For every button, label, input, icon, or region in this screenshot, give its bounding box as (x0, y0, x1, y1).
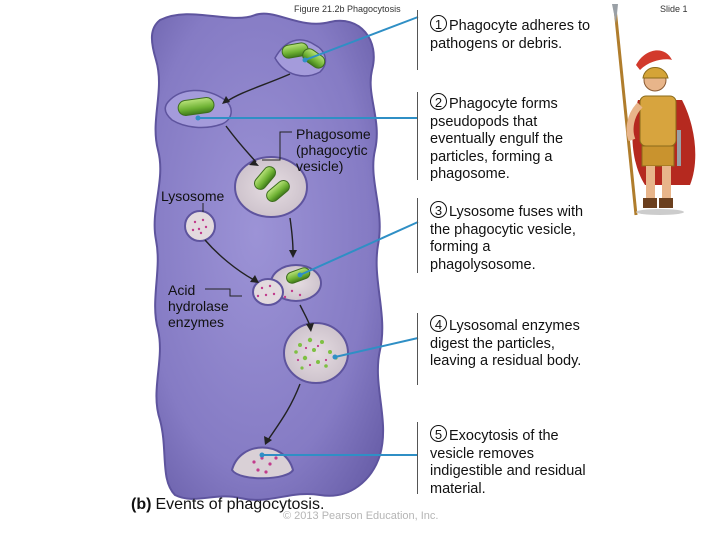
step-2-bracket (417, 92, 418, 180)
arm (626, 102, 643, 142)
left-boot (643, 198, 657, 208)
helmet (642, 67, 669, 79)
expelled-debris (252, 456, 278, 474)
caption-text: Events of phagocytosis. (155, 496, 325, 513)
phagosome-label-text: Phagosome (phagocytic vesicle) (296, 126, 371, 174)
left-leg (646, 166, 655, 204)
leader-step-4 (334, 337, 419, 358)
label-pointers (202, 131, 292, 297)
phagosome-label: Phagosome (phagocytic vesicle) (296, 126, 391, 174)
bacterium-2 (177, 97, 215, 116)
step-3-bracket (417, 198, 418, 273)
bacterium-3b (266, 180, 290, 202)
arrowheads (222, 96, 314, 445)
arrow-step3-to-4 (289, 217, 294, 253)
figure-reference: Figure 21.2b Phagocytosis (294, 4, 401, 14)
step-1-bracket (417, 10, 418, 70)
step-leader-lines (198, 16, 419, 456)
lysosome-label: Lysosome (161, 188, 225, 204)
arrow-step1-to-2 (225, 73, 291, 103)
arrow-lysosome-fusion (204, 239, 255, 281)
armor (639, 95, 677, 147)
spear-shaft (613, 7, 638, 216)
right-leg (662, 166, 671, 204)
right-boot (659, 198, 673, 208)
step-1-number: 1 (430, 15, 447, 32)
step-5-text: Exocytosis of the vesicle removes indige… (430, 428, 586, 497)
slide-number: Slide 1 (660, 4, 688, 14)
step-2-text: Phagocyte forms pseudopods that eventual… (430, 96, 564, 182)
lysosome (184, 210, 216, 242)
lysosome-enzymes (191, 218, 208, 235)
leader-dots (195, 57, 338, 458)
digested-fragments (294, 337, 338, 370)
phagosome-vesicle (234, 156, 308, 218)
step-2-number: 2 (430, 93, 447, 110)
caption-part: (b) (131, 496, 152, 513)
step-3-text: Lysosome fuses with the phagocytic vesic… (430, 204, 584, 273)
skirt (641, 145, 675, 167)
sword (677, 130, 681, 166)
bacterium-3a (254, 166, 276, 190)
step-4-text: Lysosomal enzymes digest the particles, … (430, 318, 582, 369)
soldier-shadow (636, 209, 684, 215)
figure-caption: (b)Events of phagocytosis. (131, 496, 324, 514)
step-3-number: 3 (430, 201, 447, 218)
residual-body (283, 322, 349, 384)
phagocyte-cell-body (150, 12, 385, 501)
leader-step-1 (304, 16, 419, 61)
bacterium-1b (302, 48, 326, 69)
arrow-step5-to-6 (267, 383, 301, 441)
copyright: © 2013 Pearson Education, Inc. (283, 510, 439, 522)
step-5-bracket (417, 422, 418, 494)
step-5-number: 5 (430, 425, 447, 442)
fusion-enzymes (256, 284, 302, 299)
fusing-lysosome (252, 278, 284, 306)
helmet-crest (636, 50, 672, 70)
process-arrows (204, 73, 311, 441)
spear-tip (612, 4, 618, 24)
arrow-step2-to-3 (225, 125, 257, 163)
leader-step-3 (299, 221, 419, 276)
soldier-illustration (612, 4, 696, 216)
step-4-number: 4 (430, 315, 447, 332)
acid-hydrolase-label: Acid hydrolase enzymes (168, 282, 229, 330)
step-4-bracket (417, 313, 418, 385)
residual-enzymes (296, 344, 328, 367)
step-1-text: Phagocyte adheres to pathogens or debris… (430, 18, 591, 52)
bacterium-1a (281, 42, 309, 59)
